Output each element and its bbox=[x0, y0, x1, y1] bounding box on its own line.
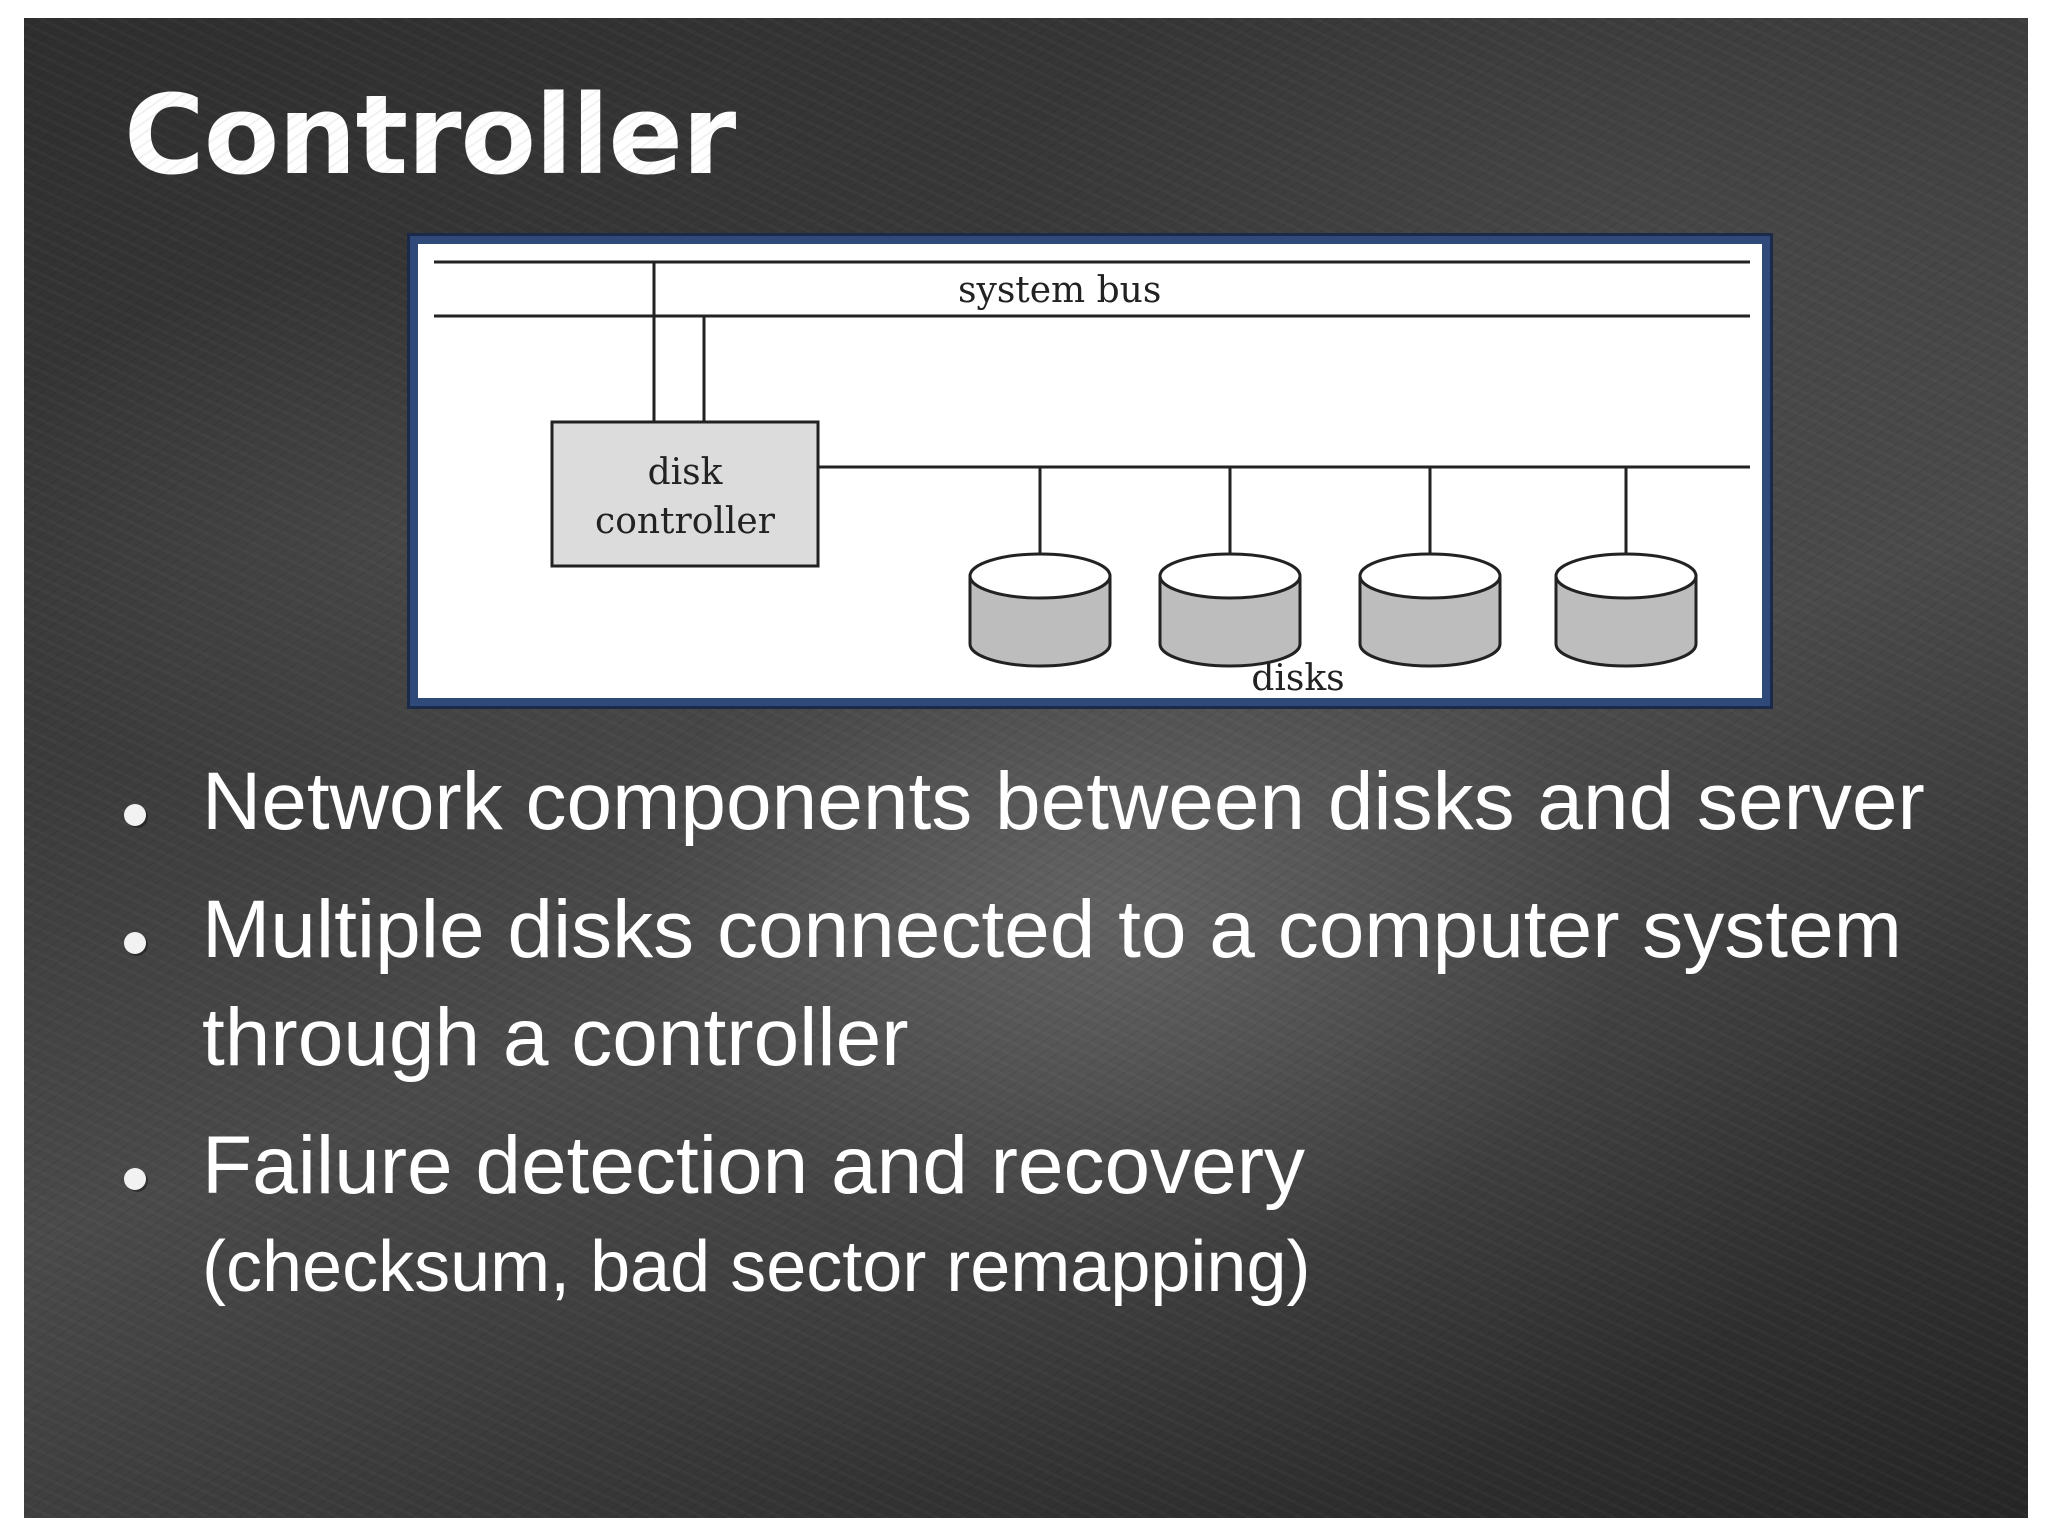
bullet-subtext: (checksum, bad sector remapping) bbox=[202, 1227, 1311, 1307]
bullet-list: Network components between disks and ser… bbox=[124, 748, 1984, 1334]
slide: Controller system bus disk controller bbox=[24, 18, 2028, 1518]
disk-controller-diagram: system bus disk controller bbox=[410, 236, 1770, 706]
bullet-dot-icon bbox=[124, 1168, 146, 1190]
slide-title: Controller bbox=[124, 71, 736, 199]
bullet-item: Network components between disks and ser… bbox=[124, 748, 1984, 856]
disk-controller-box bbox=[550, 420, 820, 568]
bullet-item: Failure detection and recovery (checksum… bbox=[124, 1112, 1984, 1314]
disk-2 bbox=[1158, 467, 1302, 668]
diagram-canvas: system bus disk controller bbox=[434, 260, 1750, 698]
disk-1 bbox=[968, 467, 1112, 668]
disk-3 bbox=[1358, 467, 1502, 668]
disk-4 bbox=[1554, 467, 1698, 668]
bullet-dot-icon bbox=[124, 804, 146, 826]
bullet-text: Network components between disks and ser… bbox=[202, 756, 1925, 847]
disks-label: disks bbox=[1251, 658, 1344, 698]
bullet-text: Multiple disks connected to a computer s… bbox=[202, 884, 1902, 1083]
disk-controller-label-line1: disk bbox=[648, 452, 724, 493]
system-bus-label: system bus bbox=[958, 270, 1161, 311]
disk-controller-label-line2: controller bbox=[595, 501, 776, 542]
bullet-text: Failure detection and recovery bbox=[202, 1120, 1306, 1211]
bullet-item: Multiple disks connected to a computer s… bbox=[124, 876, 1984, 1092]
bullet-dot-icon bbox=[124, 932, 146, 954]
